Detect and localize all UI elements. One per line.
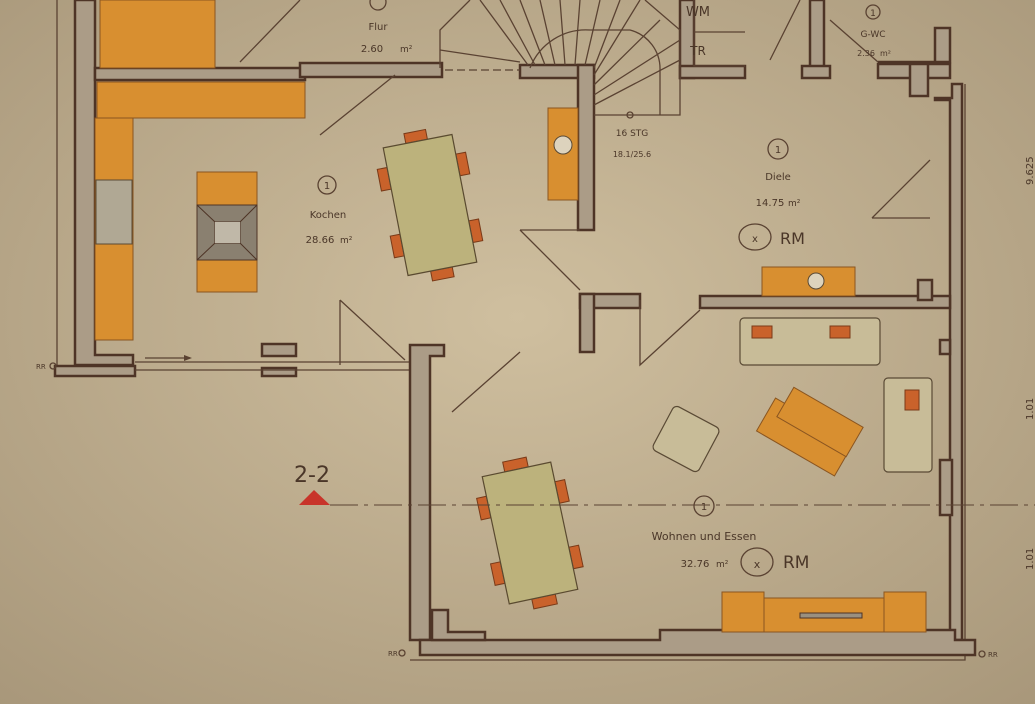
living-furniture (476, 266, 933, 633)
dimension-label: 9.625 (1025, 156, 1035, 185)
rr-marker: RR (988, 651, 998, 659)
door-swings (145, 0, 931, 413)
room-name: Wohnen und Essen (652, 530, 757, 543)
room-label-gwc: 1 G-WC 2.36 m² (857, 4, 891, 58)
dimension-label: 1.01 (1025, 548, 1035, 570)
room-area: 2.36 (857, 49, 875, 58)
room-name: Kochen (310, 210, 347, 221)
room-area: 2.60 (361, 44, 383, 55)
room-area-unit: m² (340, 236, 353, 246)
coffee-table-2 (776, 386, 864, 458)
room-number: 1 (701, 502, 707, 513)
kitchen-furniture (94, 0, 579, 341)
section-label: 2-2 (294, 463, 330, 488)
walls (53, 0, 977, 661)
room-label-kochen: 1 Kochen 28.66 m² (306, 175, 353, 246)
room-tag: RM (780, 229, 805, 248)
room-area-unit: m² (880, 49, 891, 58)
room-area-unit: m² (788, 199, 801, 209)
section-marker: 2-2 (294, 463, 1035, 506)
section-triangle-icon (299, 490, 330, 505)
sink-icon (95, 179, 133, 245)
dimension-label: 1.01 (1025, 398, 1035, 420)
room-number: 1 (870, 9, 876, 19)
room-name: Diele (765, 172, 791, 183)
room-label-flur: Flur 2.60 m² (361, 0, 413, 55)
room-area-unit: m² (716, 560, 729, 570)
kitchen-counter-top (96, 81, 306, 119)
room-area: 28.66 (306, 235, 335, 246)
stairs-steps-label: 16 STG (616, 129, 649, 139)
fireplace-icon (807, 272, 825, 290)
stove-icon (553, 135, 573, 155)
room-number: 1 (324, 181, 330, 192)
sofa-right (883, 377, 933, 473)
room-area: 32.76 (681, 559, 710, 570)
room-tag-symbol: x (752, 234, 758, 245)
room-area-unit: m² (400, 45, 413, 55)
sofa (739, 317, 881, 366)
room-tag: RM (783, 553, 809, 573)
kitchen-dining-table (376, 128, 484, 282)
stairs-ratio-label: 18.1/25.6 (613, 150, 651, 159)
dining-table (476, 456, 584, 610)
staircase: 16 STG 18.1/25.6 (439, 0, 681, 159)
room-name: G-WC (860, 30, 885, 40)
kitchen-cabinet (99, 0, 216, 69)
room-label-diele: 1 Diele 14.75 m² x RM (738, 138, 805, 251)
armchair (652, 405, 720, 473)
rr-marker: RR (388, 650, 398, 658)
room-number: 1 (775, 145, 781, 156)
markers: RR RR RR 9.625 1.01 1.01 (36, 156, 1035, 659)
washing-machine-label: WM (686, 5, 710, 20)
room-name: Flur (369, 22, 389, 33)
rr-marker: RR (36, 363, 46, 371)
room-tag-symbol: x (754, 558, 761, 571)
room-area: 14.75 (756, 198, 785, 209)
cooktop-icon (196, 204, 258, 261)
utility-closet: WM TR (686, 0, 745, 67)
dryer-label: TR (689, 44, 706, 58)
tv-unit (721, 591, 927, 633)
room-label-wohnen: 1 Wohnen und Essen 32.76 m² x RM (652, 495, 809, 577)
